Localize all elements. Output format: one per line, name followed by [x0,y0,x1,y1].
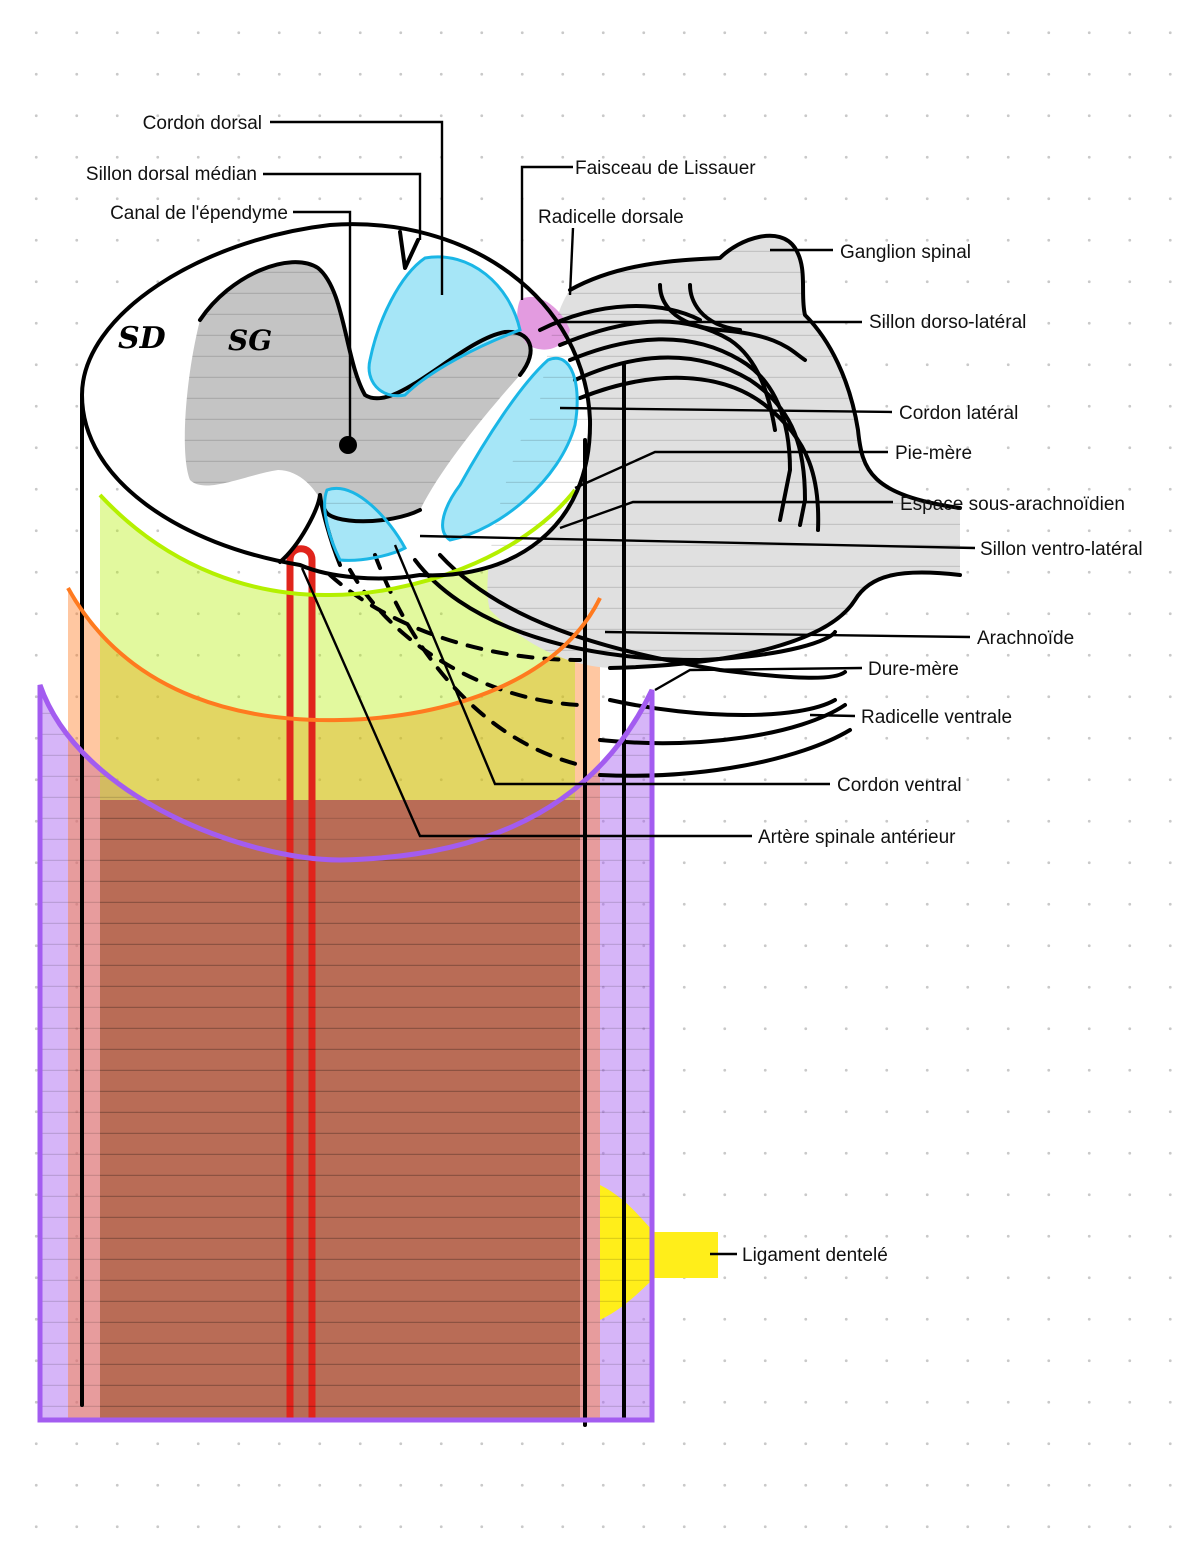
label-dure-mere: Dure-mère [868,659,959,680]
label-ligament-dentele: Ligament dentelé [742,1245,888,1266]
label-pie-mere: Pie-mère [895,443,972,464]
grey-matter-texture [184,262,531,522]
label-radicelle-dorsale: Radicelle dorsale [538,207,684,228]
label-ganglion-spinal: Ganglion spinal [840,242,971,263]
sg-mark: SG [228,324,272,357]
anterior-spinal-artery [286,545,316,1420]
dorsal-cordon [369,256,520,396]
label-cordon-dorsal: Cordon dorsal [143,113,262,134]
label-sillon-ventro-lateral: Sillon ventro-latéral [980,539,1143,560]
label-cordon-ventral: Cordon ventral [837,775,962,796]
label-artere-spinale: Artère spinale antérieur [758,827,956,848]
sd-mark: SD [118,321,166,356]
label-radicelle-ventrale: Radicelle ventrale [861,707,1012,728]
label-sillon-dorsal-median: Sillon dorsal médian [86,164,257,185]
label-arachnoide: Arachnoïde [977,628,1074,649]
label-sillon-dorso-lateral: Sillon dorso-latéral [869,312,1026,333]
label-canal-ependyme: Canal de l'épendyme [110,203,288,224]
label-leader-lines [263,120,976,1256]
label-faisceau-lissauer: Faisceau de Lissauer [575,158,756,179]
central-canal-dot [339,436,357,454]
cord-interior-texture [100,800,580,1420]
label-cordon-lateral: Cordon latéral [899,403,1018,424]
label-espace-sous-arachnoidien: Espace sous-arachnoïdien [900,494,1125,515]
